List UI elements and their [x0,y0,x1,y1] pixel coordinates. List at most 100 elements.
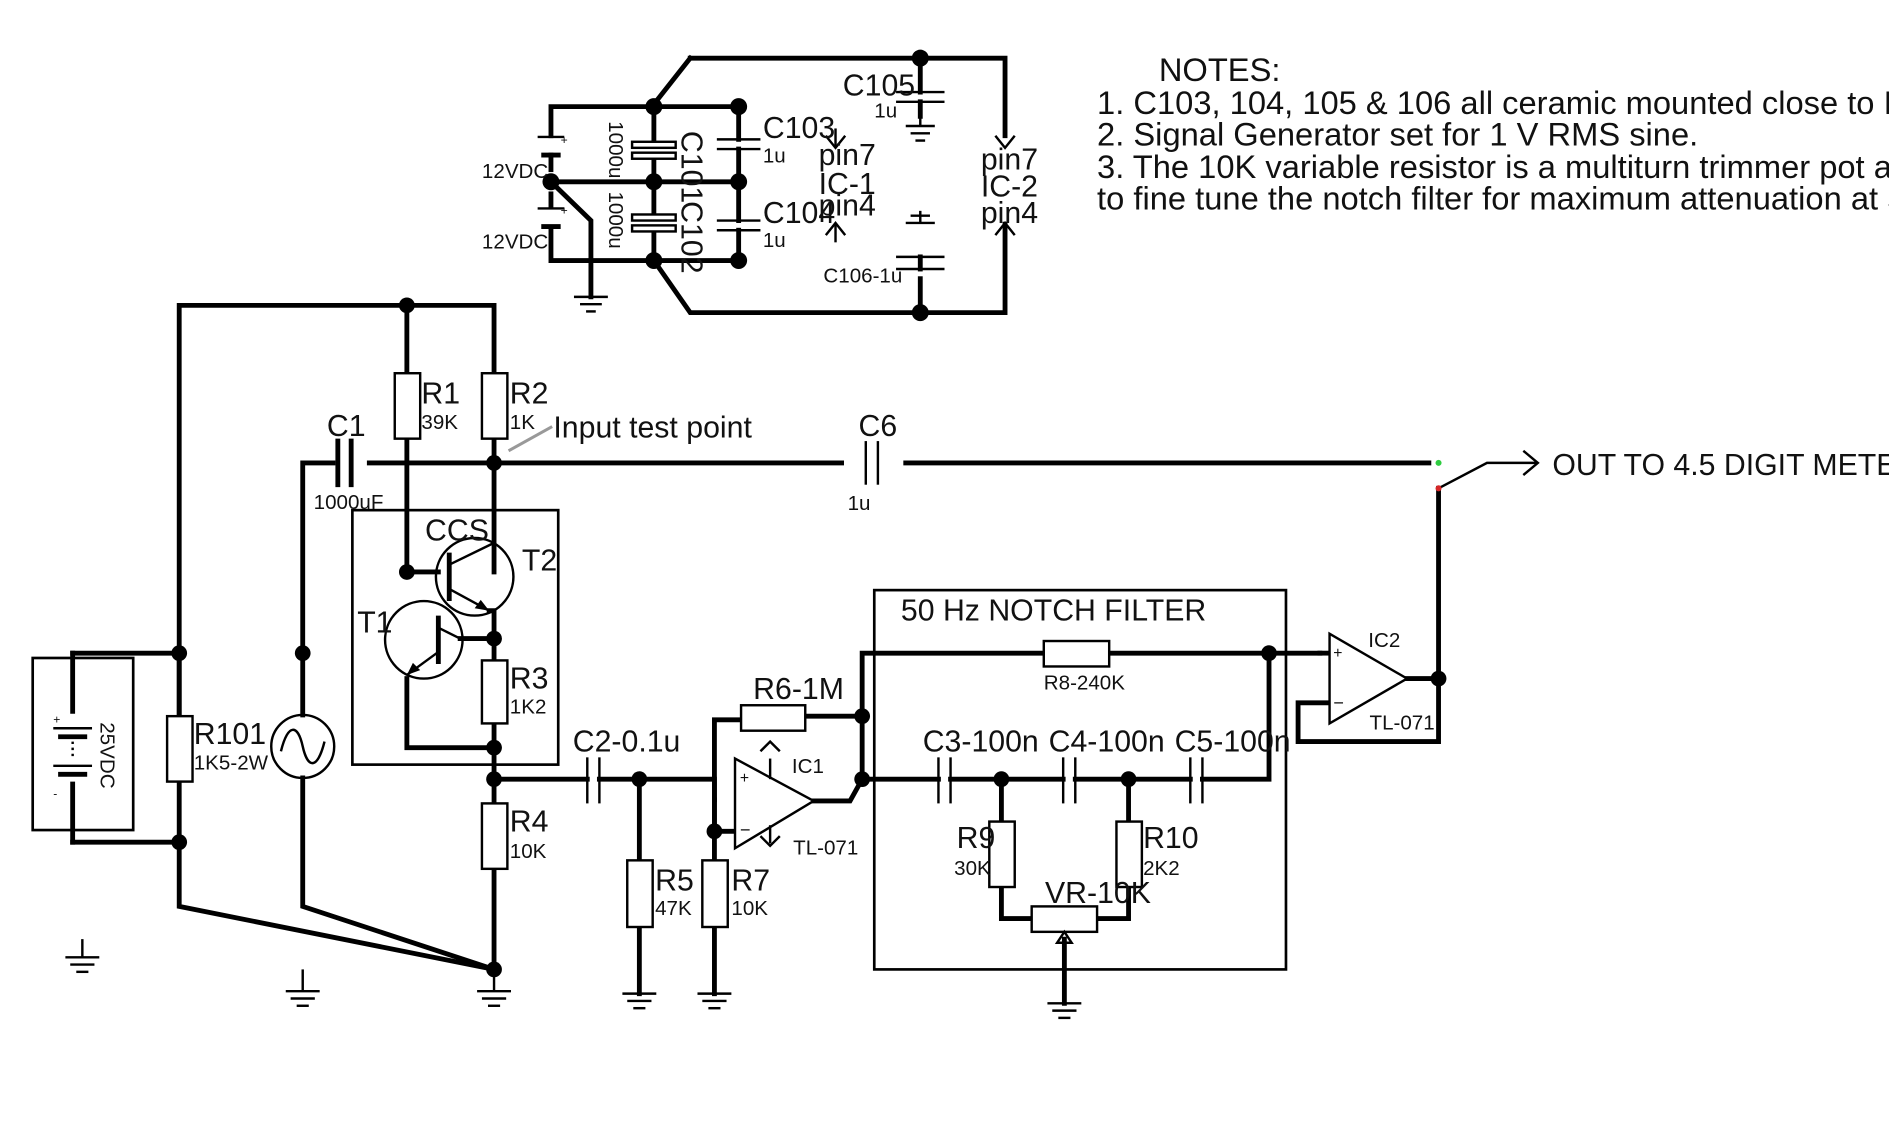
resistor-r3 [480,659,509,725]
pin-label: pin7 [819,139,876,172]
capacitor-c105 [896,90,945,103]
component-value: 1K5-2W [194,751,269,774]
component-value: 2K2 [1143,857,1180,880]
potentiometer-vr[interactable] [1030,905,1099,944]
resistor-r6 [739,704,807,732]
resistor-r1 [393,372,422,440]
ccs-label: CCS [425,514,489,547]
junction-dot [1261,645,1277,662]
svg-text:-: - [53,786,57,800]
svg-text:−: − [1333,693,1344,713]
resistor-r4 [480,802,509,871]
ground-symbol [905,210,935,225]
component-label: R5 [655,865,694,898]
junction-dot [854,708,871,725]
capacitor-c106 [896,255,945,271]
capacitor-c101 [630,140,677,160]
capacitor-c2 [586,757,601,804]
junction-dot [1430,670,1447,687]
junction-dot [911,304,929,322]
capacitor-c1 [335,438,354,488]
ic-label: IC-2 [981,170,1038,203]
output-switch[interactable] [1435,449,1540,492]
ground-symbol [905,116,935,142]
notch-filter-title: 50 Hz NOTCH FILTER [901,594,1206,627]
resistor-r101 [165,714,194,783]
output-label: OUT TO 4.5 DIGIT METER [1552,449,1889,482]
notes-block: NOTES: 1. C103, 104, 105 & 106 all ceram… [1097,51,1889,216]
junction-dot [730,252,748,270]
junction-dot [1120,771,1137,788]
component-label: C106-1u [823,264,902,287]
component-label: C105 [843,70,915,103]
ccs-box [351,508,560,766]
component-label: C103 [763,112,835,145]
junction-dot [398,297,415,314]
ic-label: IC1 [792,755,824,778]
svg-text:+: + [740,770,749,787]
component-label: R1 [421,378,460,411]
junction-dot [730,98,748,116]
resistor-r9 [988,820,1016,889]
signal-generator-icon [270,713,336,780]
junction-dot [645,98,663,116]
junction-dot [171,645,188,662]
component-label: R7 [731,865,770,898]
capacitor-c5 [1189,757,1204,804]
junction-dot [645,173,663,191]
transistor-label: T2 [522,545,557,578]
component-value: 39K [421,411,458,434]
component-value: 1K2 [510,696,547,719]
junction-dot [911,49,929,67]
notes-heading: NOTES: [1159,51,1281,88]
transistor-t1-icon [383,599,464,680]
note-line: to fine tune the notch filter for maximu… [1097,180,1889,217]
pin-label: pin4 [819,190,876,223]
resistor-r2 [480,372,509,440]
svg-text:+: + [53,712,60,726]
component-label: C5-100n [1175,725,1291,758]
opamp-ic2-icon: + − [1328,631,1410,726]
battery-12v-bottom: + [537,203,568,230]
component-value: 10K [731,897,768,920]
notch-filter-box [872,588,1288,971]
ic-label: IC2 [1368,629,1400,652]
junction-dot [486,961,502,978]
ground-symbol [65,939,100,974]
component-label: R10 [1143,822,1199,855]
component-label: R2 [510,378,549,411]
ground-symbol [697,992,732,1010]
junction-dot [542,173,560,191]
component-label: C1 [327,410,366,443]
component-value: 1u [874,100,897,123]
note-line: 2. Signal Generator set for 1 V RMS sine… [1097,115,1698,152]
component-label: C104 [763,197,835,230]
component-label: R3 [510,662,549,695]
component-value: 1000u [604,191,627,248]
svg-text:+: + [1333,645,1342,662]
battery-25v: + - 25VDC [31,656,135,832]
capacitor-c102 [630,213,677,233]
component-value: 1000uF [314,491,384,514]
ground-symbol [622,992,657,1010]
junction-dot [486,739,502,756]
component-label: C6 [859,410,898,443]
junction-dot [171,834,188,851]
ground-symbol [285,969,320,1007]
resistor-r7 [701,859,729,929]
test-point-label: Input test point [553,411,752,444]
component-value: 1K [510,411,535,434]
capacitor-c3 [937,757,952,804]
junction-dot [993,771,1010,788]
battery-label: 12VDC [482,230,548,253]
resistor-r10 [1115,820,1144,889]
pin-label: pin4 [981,197,1038,230]
ic-label: IC-1 [819,168,876,201]
component-label: R8-240K [1044,671,1125,694]
component-label: R6-1M [753,673,844,706]
transistor-t2-icon [434,528,515,617]
component-label: R101 [194,718,266,751]
supply-section [547,54,1008,316]
junction-dot [294,645,311,662]
